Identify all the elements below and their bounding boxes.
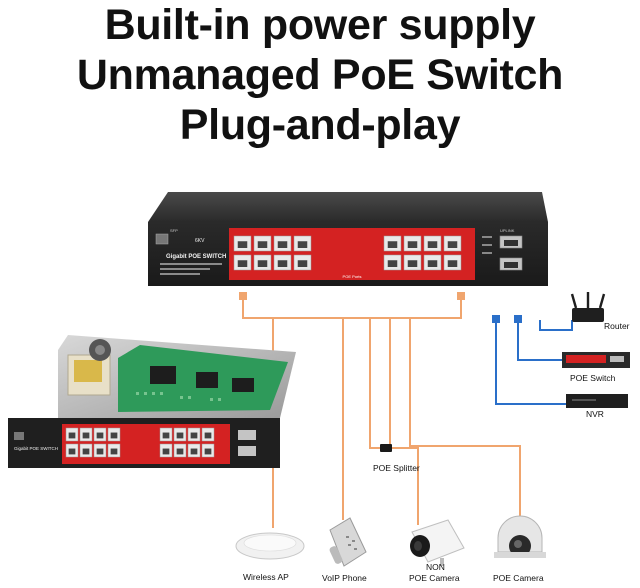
rj45-socket [297, 260, 308, 267]
voip-phone-device: VoIP Phone [322, 517, 367, 583]
line-non-poe-camera [389, 318, 419, 525]
nvr-device: NVR [566, 394, 628, 419]
poe-ports-caption: POE Ports [343, 274, 362, 279]
rj45-socket [447, 260, 458, 267]
poe-splitter-label: POE Splitter [373, 463, 420, 473]
rj45-socket [162, 448, 170, 455]
line-nvr [495, 320, 566, 405]
switch-top-panel [148, 192, 548, 222]
line-router [539, 320, 573, 331]
transformer [74, 360, 102, 382]
rj45-socket [176, 432, 184, 439]
chip [232, 378, 254, 392]
rj45-socket [204, 448, 212, 455]
line-poe-camera [409, 318, 521, 520]
wireless-ap-device: Wireless AP [235, 532, 305, 582]
poe-camera-label: POE Camera [493, 573, 544, 583]
uplink-port-2-socket [504, 262, 518, 268]
rj45-socket [407, 260, 418, 267]
rj45-socket [277, 241, 288, 248]
non-poe-camera-label-line2: POE Camera [409, 573, 460, 583]
rj45-socket [387, 241, 398, 248]
surge-rating: 6KV [195, 238, 205, 244]
main-poe-switch: POE Ports SFP 6KV Gigabit POE SWITCH UPL… [148, 192, 548, 286]
poe-connection-lines [242, 296, 521, 528]
sfp-label: SFP [170, 228, 178, 233]
rj45-socket [176, 448, 184, 455]
poe-switch-uplink [610, 356, 624, 362]
dome-camera-body [497, 515, 543, 553]
rj45-socket [407, 241, 418, 248]
indicator-text [482, 244, 492, 246]
rj45-socket [447, 241, 458, 248]
poe-bus-line [242, 296, 462, 319]
poe-splitter-device: POE Splitter [373, 444, 420, 473]
rj45-socket [190, 432, 198, 439]
rj45-socket [237, 241, 248, 248]
rj45-socket [257, 260, 268, 267]
rj45-port-grid [233, 235, 462, 271]
rj45-socket [204, 432, 212, 439]
brand-label: Gigabit POE SWITCH [166, 254, 226, 260]
poe-port-terminals [239, 292, 465, 300]
rj45-socket [427, 241, 438, 248]
rj45-socket [68, 448, 76, 455]
uplink-terminals [492, 315, 522, 323]
poe-switch-label: POE Switch [570, 373, 616, 383]
non-poe-camera-label-line1: NON [426, 562, 445, 572]
rj45-socket [96, 448, 104, 455]
nvr-body [566, 394, 628, 408]
headline-line-3: Plug-and-play [179, 101, 461, 149]
poe-switch-device: POE Switch [562, 352, 630, 383]
line-poe-switch [517, 320, 564, 361]
spec-line [160, 268, 210, 270]
poe-splitter-body [380, 444, 392, 452]
voip-phone-label: VoIP Phone [322, 573, 367, 583]
headline-line-2: Unmanaged PoE Switch [76, 51, 564, 99]
secondary-rj45-port-grid [65, 427, 215, 458]
indicator-text [482, 236, 492, 238]
non-poe-camera-device: NON POE Camera [409, 519, 465, 583]
rj45-socket [96, 432, 104, 439]
rj45-socket [237, 260, 248, 267]
nvr-label: NVR [586, 409, 604, 419]
headline-line-1: Built-in power supply [104, 1, 536, 49]
indicator-text [482, 252, 492, 254]
router-body [572, 308, 604, 322]
spec-line [160, 263, 222, 265]
uplink-connection-lines [495, 320, 573, 405]
spec-line [160, 273, 200, 275]
rj45-socket [190, 448, 198, 455]
open-chassis-switch: Gigabit POE SWITCH [8, 335, 296, 468]
secondary-sfp-port [14, 432, 24, 440]
rj45-socket [277, 260, 288, 267]
rj45-socket [427, 260, 438, 267]
line-poe-splitter-in [369, 318, 380, 449]
rj45-socket [257, 241, 268, 248]
chip [196, 372, 218, 388]
poe-camera-device: POE Camera [493, 515, 546, 583]
poe-switch-port-panel [566, 355, 606, 363]
rj45-socket [162, 432, 170, 439]
rj45-socket [110, 432, 118, 439]
sfp-port [155, 233, 169, 245]
router-label: Router [604, 321, 630, 331]
uplink-port-1-socket [504, 240, 518, 246]
uplink-label: UPLINK [500, 228, 515, 233]
chip [150, 366, 176, 384]
secondary-brand-label: Gigabit POE SWITCH [14, 446, 58, 451]
router-device: Router [570, 292, 630, 331]
rj45-socket [82, 448, 90, 455]
rj45-socket [297, 241, 308, 248]
rj45-socket [82, 432, 90, 439]
rj45-socket [110, 448, 118, 455]
rj45-socket [387, 260, 398, 267]
rj45-socket [68, 432, 76, 439]
wireless-ap-label: Wireless AP [243, 572, 289, 582]
